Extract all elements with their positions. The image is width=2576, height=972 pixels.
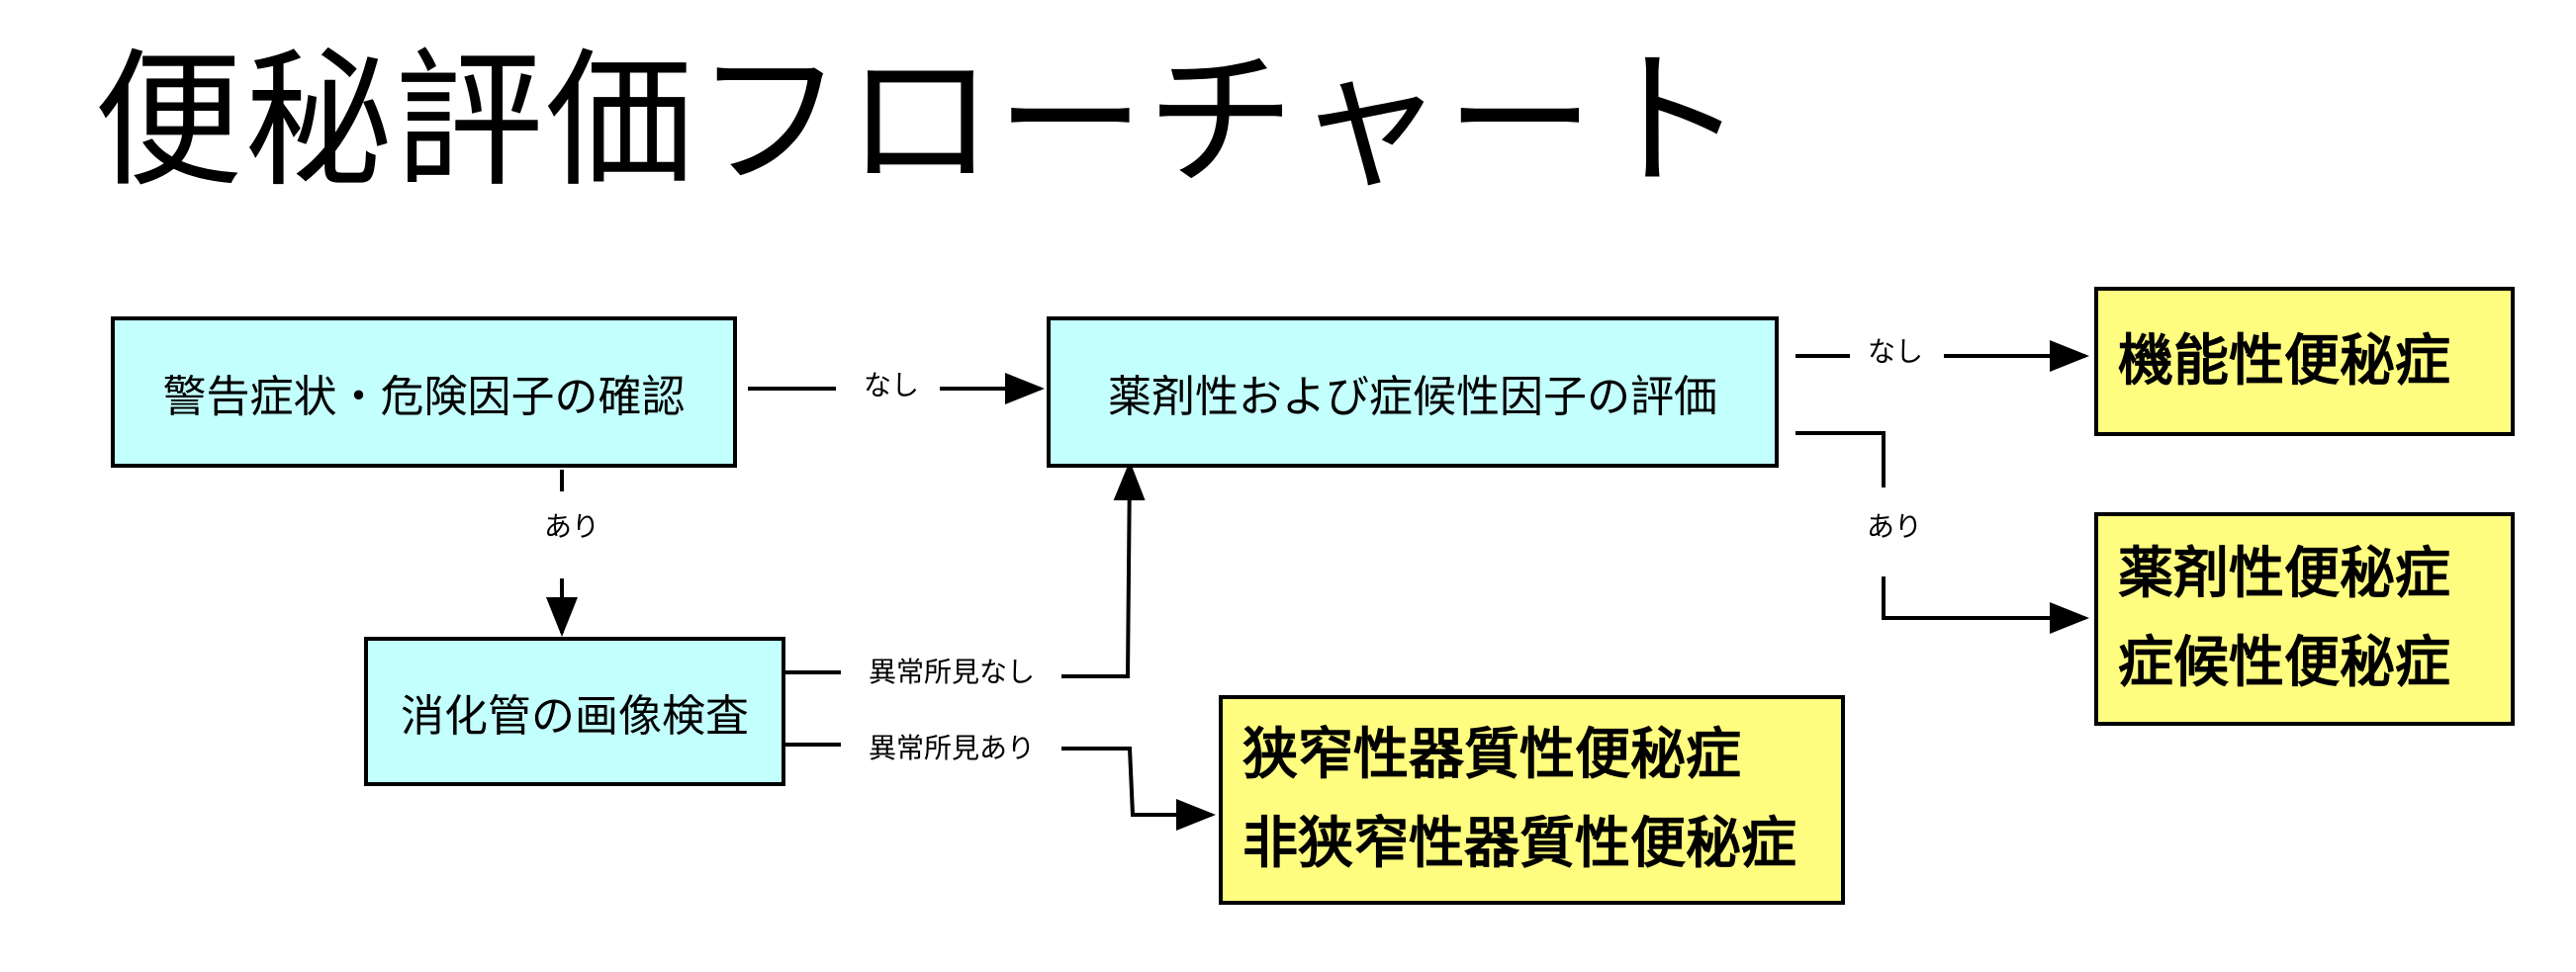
node-warning-check-label: 警告症状・危険因子の確認 (162, 371, 686, 422)
connector-imaging-normal (782, 465, 1130, 678)
connector-drug-yes (1795, 431, 2085, 618)
node-imaging-label: 消化管の画像検査 (401, 690, 749, 742)
connector-imaging-abnormal (782, 743, 1212, 815)
node-drug-eval: 薬剤性および症候性因子の評価 (1047, 316, 1779, 468)
edge-label-warning-none: なし (864, 369, 920, 401)
node-drug-symptomatic: 薬剤性便秘症 症候性便秘症 (2094, 512, 2515, 726)
edge-label-drug-yes: あり (1867, 510, 1923, 543)
node-drug-symptomatic-line-1: 薬剤性便秘症 (2118, 542, 2450, 606)
edge-label-drug-none: なし (1868, 335, 1924, 368)
edge-label-imaging-normal: 異常所見なし (869, 656, 1036, 688)
node-imaging: 消化管の画像検査 (364, 637, 785, 786)
node-organic-line-2: 非狭窄性器質性便秘症 (1242, 812, 1796, 876)
node-organic: 狭窄性器質性便秘症 非狭窄性器質性便秘症 (1219, 695, 1845, 905)
node-functional: 機能性便秘症 (2094, 287, 2515, 436)
node-warning-check: 警告症状・危険因子の確認 (111, 316, 737, 468)
edge-label-imaging-abnormal: 異常所見あり (869, 732, 1036, 764)
node-functional-label: 機能性便秘症 (2118, 328, 2450, 394)
edge-label-warning-yes: あり (544, 510, 600, 543)
page-title: 便秘評価フローチャート (94, 36, 1747, 208)
node-drug-symptomatic-line-2: 症候性便秘症 (2118, 631, 2450, 695)
node-organic-line-1: 狭窄性器質性便秘症 (1242, 723, 1741, 787)
node-drug-eval-label: 薬剤性および症候性因子の評価 (1108, 371, 1717, 422)
